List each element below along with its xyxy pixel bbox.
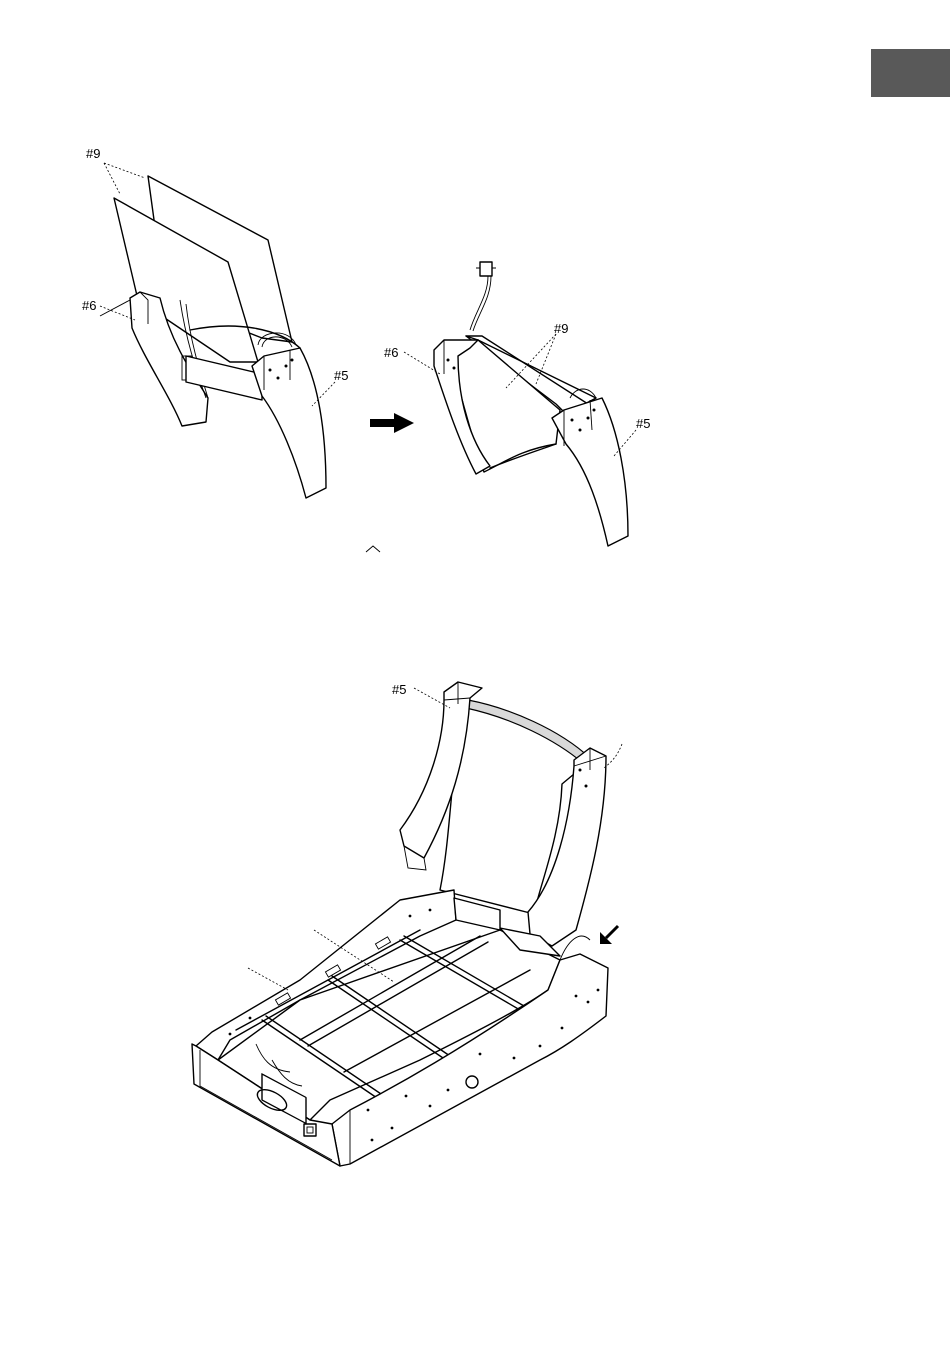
callout-5: #5 (334, 368, 348, 383)
callout-9: #9 (554, 321, 568, 336)
insert-arrow-icon (600, 926, 618, 944)
callout-5: #5 (392, 682, 406, 697)
callout-9: #9 (86, 146, 100, 161)
plug-connector (480, 262, 492, 276)
callout-6: #6 (82, 298, 96, 313)
caret-mark (366, 546, 380, 552)
right-arrow-icon (370, 413, 414, 433)
power-socket (304, 1124, 316, 1136)
step2-backrest-assembly: #5 (192, 682, 622, 1166)
callout-5: #5 (636, 416, 650, 431)
side-piece-5 (552, 398, 628, 546)
side-piece-5 (190, 326, 326, 498)
step1-exploded-view: #9 #6 #5 (82, 146, 348, 498)
callout-6: #6 (384, 345, 398, 360)
step1-assembled-view: #9 #6 #5 (384, 262, 650, 546)
